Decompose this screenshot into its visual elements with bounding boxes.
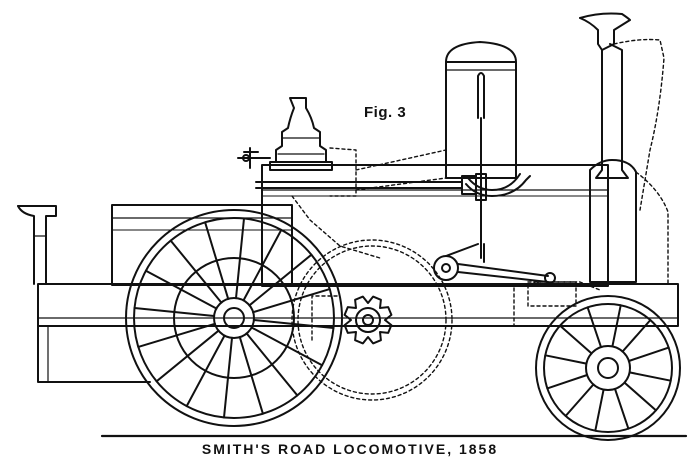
wheel-spoke xyxy=(252,288,331,314)
wheel-spoke xyxy=(144,269,218,310)
hidden-line-details xyxy=(291,38,669,341)
wheel-spoke xyxy=(169,239,223,304)
large-driving-wheel xyxy=(125,209,343,427)
pinion-teeth xyxy=(343,295,393,345)
wheel-spoke xyxy=(594,388,605,432)
wheel-spoke xyxy=(544,354,588,365)
wheel-spoke xyxy=(248,253,313,307)
wheel-spoke xyxy=(546,374,589,390)
connecting-rod xyxy=(433,243,577,307)
wheel-spoke xyxy=(628,371,672,382)
wheel-spoke xyxy=(611,304,622,348)
wheel-spoke xyxy=(245,332,299,397)
boiler xyxy=(261,164,609,287)
wheel-spoke xyxy=(627,346,670,362)
wheel-spoke xyxy=(614,387,630,430)
wheel-spoke xyxy=(223,336,233,419)
wheel-spoke xyxy=(204,221,230,300)
wheel-spoke xyxy=(242,228,283,302)
pinion-gear xyxy=(343,295,393,345)
wheel-spoke xyxy=(564,383,595,417)
rear-platform xyxy=(17,205,57,285)
figure-label: Fig. 3 xyxy=(364,104,407,121)
vertical-cylinder xyxy=(445,41,531,259)
figure-caption: SMITH'S ROAD LOCOMOTIVE, 1858 xyxy=(201,441,499,457)
wheel-spoke xyxy=(137,322,216,348)
wheel-spoke xyxy=(621,319,652,353)
wheel-spoke xyxy=(155,329,220,383)
wheel-spoke xyxy=(238,336,264,415)
wheel-spoke xyxy=(559,324,593,355)
water-tank xyxy=(111,204,293,286)
wheel-spoke xyxy=(623,381,657,412)
wheel-spoke xyxy=(185,334,226,408)
regulator-rod xyxy=(255,175,477,195)
wheel-spoke xyxy=(252,319,335,329)
front-wheel xyxy=(535,295,681,441)
safety-valve-dome xyxy=(237,97,333,171)
wheel-spoke xyxy=(235,217,245,300)
dotted-gear-wheel xyxy=(291,239,453,401)
wheel-spoke xyxy=(133,307,216,317)
wheel-spoke xyxy=(586,306,602,349)
wheel-spoke xyxy=(250,326,324,367)
